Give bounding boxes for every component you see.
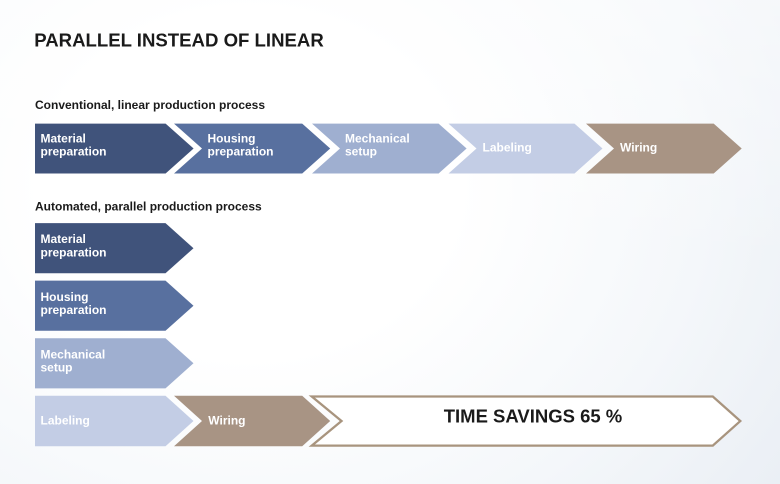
svg-text:Wiring: Wiring (208, 413, 245, 427)
svg-text:Automated, parallel production: Automated, parallel production process (35, 200, 262, 214)
svg-text:preparation: preparation (208, 145, 274, 159)
svg-text:Mechanical: Mechanical (41, 347, 106, 361)
svg-text:Conventional, linear productio: Conventional, linear production process (35, 98, 265, 112)
svg-text:TIME SAVINGS 65 %: TIME SAVINGS 65 % (444, 405, 623, 426)
svg-text:Material: Material (41, 232, 86, 246)
svg-text:Material: Material (41, 131, 86, 145)
svg-text:setup: setup (41, 361, 73, 375)
svg-text:preparation: preparation (41, 303, 107, 317)
svg-text:setup: setup (345, 145, 377, 159)
svg-text:Mechanical: Mechanical (345, 131, 410, 145)
svg-text:Labeling: Labeling (483, 140, 532, 154)
svg-text:Wiring: Wiring (620, 140, 657, 154)
svg-text:PARALLEL INSTEAD OF LINEAR: PARALLEL INSTEAD OF LINEAR (34, 30, 324, 51)
svg-text:preparation: preparation (41, 145, 107, 159)
svg-text:Housing: Housing (208, 131, 256, 145)
svg-text:Labeling: Labeling (41, 413, 90, 427)
svg-text:Housing: Housing (41, 290, 89, 304)
svg-text:preparation: preparation (41, 246, 107, 260)
